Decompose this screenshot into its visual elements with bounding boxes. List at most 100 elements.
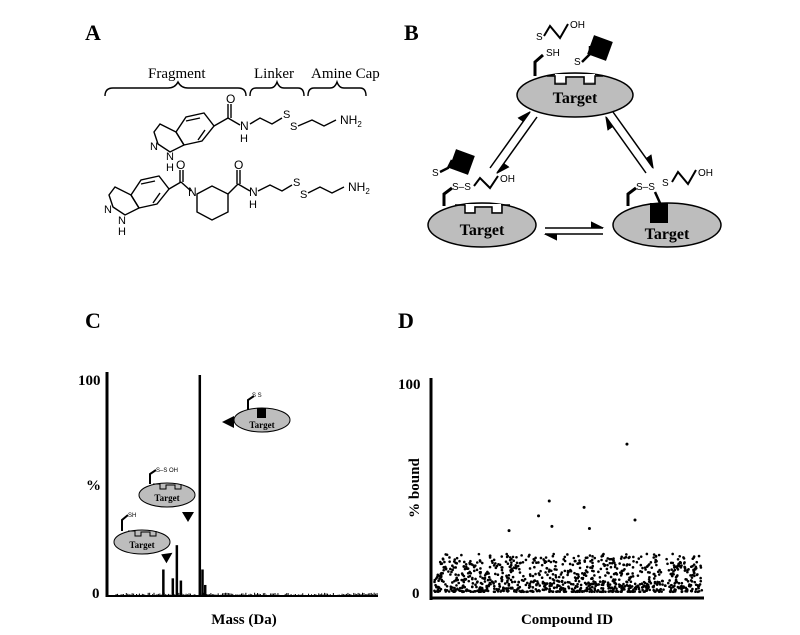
compound-point: [628, 576, 631, 579]
compound-point: [520, 590, 524, 594]
compound-point: [666, 581, 670, 585]
compound-point: [677, 564, 681, 567]
compound-point: [546, 582, 549, 585]
compound-point: [512, 559, 516, 562]
compound-point: [692, 563, 696, 566]
compound-point: [510, 580, 514, 584]
compound-point: [608, 561, 612, 565]
compound-point: [613, 585, 617, 588]
free-thiol-right-oh: OH: [698, 168, 713, 179]
target-bottom-right: Target S–S: [612, 182, 722, 248]
compound-point: [654, 560, 657, 564]
compound-point: [567, 585, 570, 588]
compound-point: [666, 562, 669, 566]
compound-hit-point: [582, 505, 586, 509]
compound-point: [612, 580, 616, 583]
compound-point: [577, 575, 580, 578]
compound-point: [563, 569, 567, 573]
compound-point: [658, 583, 662, 586]
compound-point: [660, 579, 664, 583]
compound-point: [600, 555, 603, 558]
target-bl-ss: S–S: [452, 182, 471, 193]
compound-point: [531, 586, 535, 589]
compound-hit-point: [507, 529, 511, 533]
free-thiol-s: S: [536, 32, 543, 43]
compound-point: [598, 580, 602, 583]
compound-point: [558, 584, 561, 588]
compound-point: [496, 590, 500, 593]
compound-point: [511, 555, 515, 559]
compound-point: [689, 579, 693, 582]
compound-point: [505, 555, 509, 559]
compound-point: [605, 567, 609, 571]
mol2-oxygen-2: O: [234, 158, 243, 172]
compound-point: [515, 588, 519, 592]
compound-point: [492, 558, 496, 562]
compound-point: [578, 588, 582, 592]
compound-point: [581, 572, 584, 575]
free-thiol-ethanol-top: S OH: [536, 20, 585, 43]
compound-point: [584, 582, 588, 586]
compound-point: [467, 579, 471, 583]
compound-point: [627, 587, 631, 591]
compound-point: [460, 589, 463, 593]
compound-point: [561, 576, 565, 579]
compound-point: [475, 568, 479, 572]
compound-point: [453, 579, 456, 583]
d-ytick-0: 0: [412, 586, 420, 602]
compound-point: [607, 587, 610, 590]
compound-point: [541, 588, 545, 591]
compound-hit-point: [537, 514, 541, 518]
compound-point: [548, 576, 552, 580]
mol1-ring-h: H: [166, 162, 174, 174]
compound-point: [447, 570, 450, 573]
compound-point: [483, 577, 486, 581]
compound-point: [445, 553, 449, 557]
compound-point: [437, 589, 441, 593]
compound-point: [608, 583, 612, 586]
compound-point: [672, 570, 675, 573]
compound-point: [639, 555, 643, 558]
compound-point: [588, 587, 592, 590]
compound-point: [683, 569, 687, 572]
compound-point: [577, 554, 580, 558]
c-inset-fragment-target: Target S S: [222, 393, 291, 433]
compound-point: [686, 579, 690, 583]
compound-point: [479, 575, 482, 578]
compound-point: [615, 567, 619, 570]
mol2-sulfur-2: S: [300, 189, 307, 201]
compound-point: [668, 579, 671, 582]
compound-point: [488, 565, 492, 569]
compound-point: [454, 566, 457, 569]
compound-point: [583, 589, 587, 592]
compound-point: [529, 574, 532, 578]
target-top: Target SH: [516, 48, 634, 118]
compound-point: [502, 589, 506, 593]
panel-d: D 100 0 % bound Compound ID: [398, 308, 704, 628]
compound-point: [682, 586, 686, 589]
compound-point: [677, 581, 681, 585]
compound-point: [590, 588, 593, 592]
compound-point: [539, 556, 543, 560]
compound-point: [642, 590, 646, 593]
compound-point: [513, 580, 517, 584]
target-top-sh: SH: [546, 48, 560, 59]
compound-point: [672, 590, 675, 593]
compound-point: [528, 582, 532, 585]
compound-point: [461, 579, 465, 582]
compound-point: [659, 570, 663, 574]
panel-a: A Fragment Linker Amine Cap O N H S S NH…: [85, 20, 380, 238]
c-inset1-label: Target: [129, 540, 154, 550]
compound-point: [492, 582, 495, 585]
compound-point: [566, 573, 569, 577]
compound-point: [655, 588, 659, 591]
compound-point: [554, 560, 558, 564]
compound-point: [500, 579, 504, 583]
compound-point: [468, 561, 471, 565]
compound-point: [669, 586, 673, 590]
mol1-ring-nh: N: [166, 151, 174, 163]
compound-point: [518, 571, 522, 574]
compound-point: [660, 590, 663, 593]
compound-point: [652, 556, 656, 559]
compound-point: [448, 560, 451, 563]
